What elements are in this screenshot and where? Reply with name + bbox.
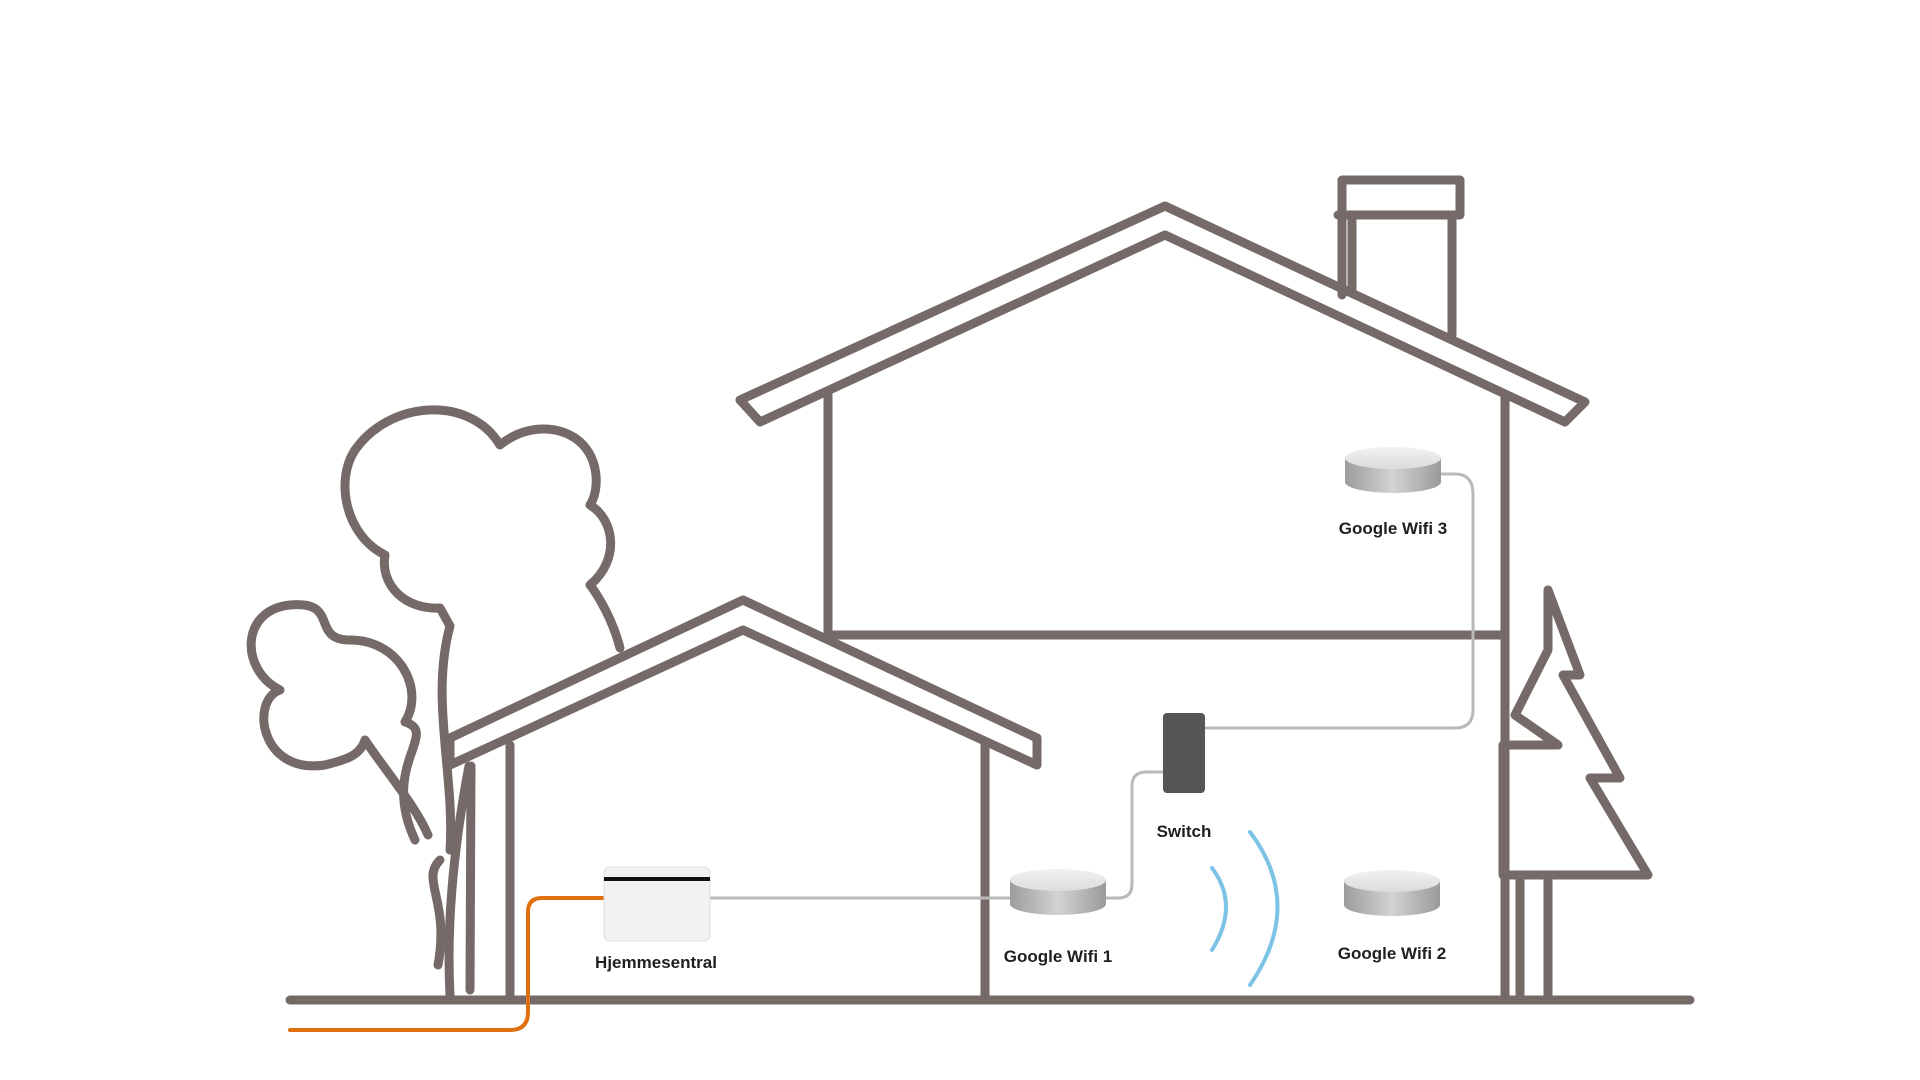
switch-device: Switch xyxy=(1157,713,1212,841)
main-house xyxy=(735,175,1590,1003)
google-wifi-puck-icon xyxy=(1345,447,1441,493)
small-house xyxy=(445,595,1042,1003)
google-wifi-1: Google Wifi 1 xyxy=(1004,869,1112,966)
round-tree-small xyxy=(246,600,474,1000)
google-wifi-2-label: Google Wifi 2 xyxy=(1338,944,1446,963)
google-wifi-3: Google Wifi 3 xyxy=(1339,447,1447,538)
hjemmesentral-router-icon xyxy=(603,866,711,942)
cable-wifi1-to-switch xyxy=(1101,770,1165,900)
network-switch-icon xyxy=(1163,713,1205,793)
google-wifi-puck-icon xyxy=(1344,870,1440,916)
pine-tree xyxy=(1498,585,1653,1000)
hjemmesentral-label: Hjemmesentral xyxy=(595,953,717,972)
switch-label: Switch xyxy=(1157,822,1212,841)
wireless-signal-icon xyxy=(1210,830,1280,987)
round-tree-large xyxy=(340,405,625,995)
google-wifi-1-label: Google Wifi 1 xyxy=(1004,947,1112,966)
google-wifi-puck-icon xyxy=(1010,869,1106,915)
google-wifi-3-label: Google Wifi 3 xyxy=(1339,519,1447,538)
google-wifi-2: Google Wifi 2 xyxy=(1338,870,1446,963)
fiber-cable xyxy=(288,896,607,1032)
cable-switch-to-wifi3 xyxy=(1203,472,1475,730)
hjemmesentral-router: Hjemmesentral xyxy=(595,866,717,972)
